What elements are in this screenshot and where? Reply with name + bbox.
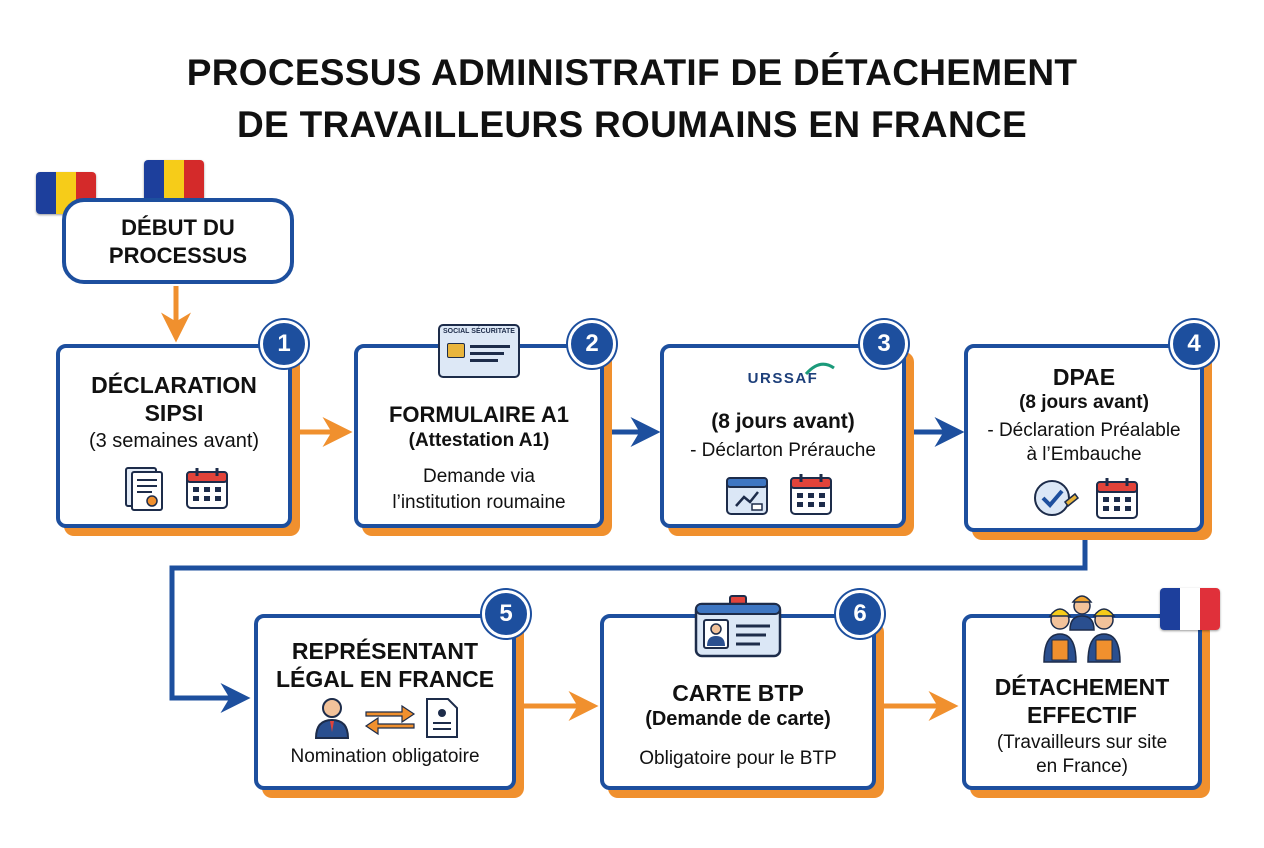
person-icon <box>314 698 350 739</box>
step-5-title-1: REPRÉSENTANT <box>291 638 479 664</box>
id-card-icon: SOCIAL SÉCURITATE <box>438 324 520 378</box>
check-icon <box>1034 480 1080 516</box>
page-title-line-2: DE TRAVAILLEURS ROUMAINS EN FRANCE <box>237 104 1027 145</box>
workers-icon <box>1043 595 1121 663</box>
step-5-title-2: LÉGAL EN FRANCE <box>275 666 495 692</box>
step-6-badge: 6 <box>836 590 884 638</box>
final-step-desc-2: en France) <box>1036 756 1128 777</box>
urssaf-logo: URSSAF <box>664 370 902 387</box>
exchange-arrows-icon <box>364 704 416 736</box>
start-label-line-1: DÉBUT DU <box>121 215 235 240</box>
urssaf-logo-swoosh <box>804 362 835 376</box>
final-step-title-2: EFFECTIF <box>1027 702 1137 728</box>
arrow-4-to-5 <box>169 534 1088 713</box>
step-2-title: FORMULAIRE A1 <box>388 402 570 427</box>
step-4-desc-1: - Déclaration Préalable <box>987 420 1181 441</box>
document-icon <box>426 698 458 738</box>
step-5-box: REPRÉSENTANT LÉGAL EN FRANCE Nomination … <box>254 614 516 790</box>
final-step-box: DÉTACHEMENT EFFECTIF (Travailleurs sur s… <box>962 614 1202 790</box>
id-card-label: SOCIAL SÉCURITATE <box>443 328 515 335</box>
step-6-subtitle: (Demande de carte) <box>645 708 831 730</box>
step-4-badge: 4 <box>1170 320 1218 368</box>
step-1-badge: 1 <box>260 320 308 368</box>
document-icon <box>125 467 163 511</box>
start-label-line-2: PROCESSUS <box>108 243 248 268</box>
urssaf-logo-text: URSSAF <box>747 370 819 387</box>
step-2-desc-2: l’institution roumaine <box>392 492 566 513</box>
step-3-badge: 3 <box>860 320 908 368</box>
step-3-desc: - Déclarton Prérauche <box>690 440 876 461</box>
step-1-title-2: SIPSI <box>144 400 204 426</box>
step-6-desc: Obligatoire pour le BTP <box>639 748 837 769</box>
document-chart-icon <box>726 477 768 515</box>
step-4-desc-2: à l’Embauche <box>1026 444 1142 465</box>
step-5-desc: Nomination obligatoire <box>290 746 480 767</box>
badge-icon <box>694 595 782 658</box>
step-2-desc-1: Demande via <box>423 466 535 487</box>
step-6-title: CARTE BTP <box>672 680 804 706</box>
step-4-subtitle: (8 jours avant) <box>1019 392 1149 413</box>
step-1-title-1: DÉCLARATION <box>91 372 257 398</box>
calendar-icon <box>186 468 228 509</box>
calendar-icon <box>1096 478 1138 519</box>
step-1-box: DÉCLARATION SIPSI (3 semaines avant) <box>56 344 292 528</box>
step-4-title: DPAE <box>1052 364 1116 390</box>
step-1-subtitle: (3 semaines avant) <box>88 430 260 452</box>
final-step-desc-1: (Travailleurs sur site <box>996 732 1168 753</box>
step-5-badge: 5 <box>482 590 530 638</box>
step-2-badge: 2 <box>568 320 616 368</box>
step-3-box: URSSAF (8 jours avant) - Déclarton Préra… <box>660 344 906 528</box>
step-2-subtitle: (Attestation A1) <box>408 430 550 451</box>
start-node: DÉBUT DU PROCESSUS <box>62 198 294 284</box>
romania-flag-icon <box>144 160 204 202</box>
final-step-title-1: DÉTACHEMENT <box>994 674 1170 700</box>
france-flag-icon <box>1160 588 1220 630</box>
calendar-icon <box>790 474 832 515</box>
step-3-subtitle: (8 jours avant) <box>711 410 855 433</box>
page-title-line-1: PROCESSUS ADMINISTRATIF DE DÉTACHEMENT <box>186 52 1078 93</box>
step-4-box: DPAE (8 jours avant) - Déclaration Préal… <box>964 344 1204 532</box>
